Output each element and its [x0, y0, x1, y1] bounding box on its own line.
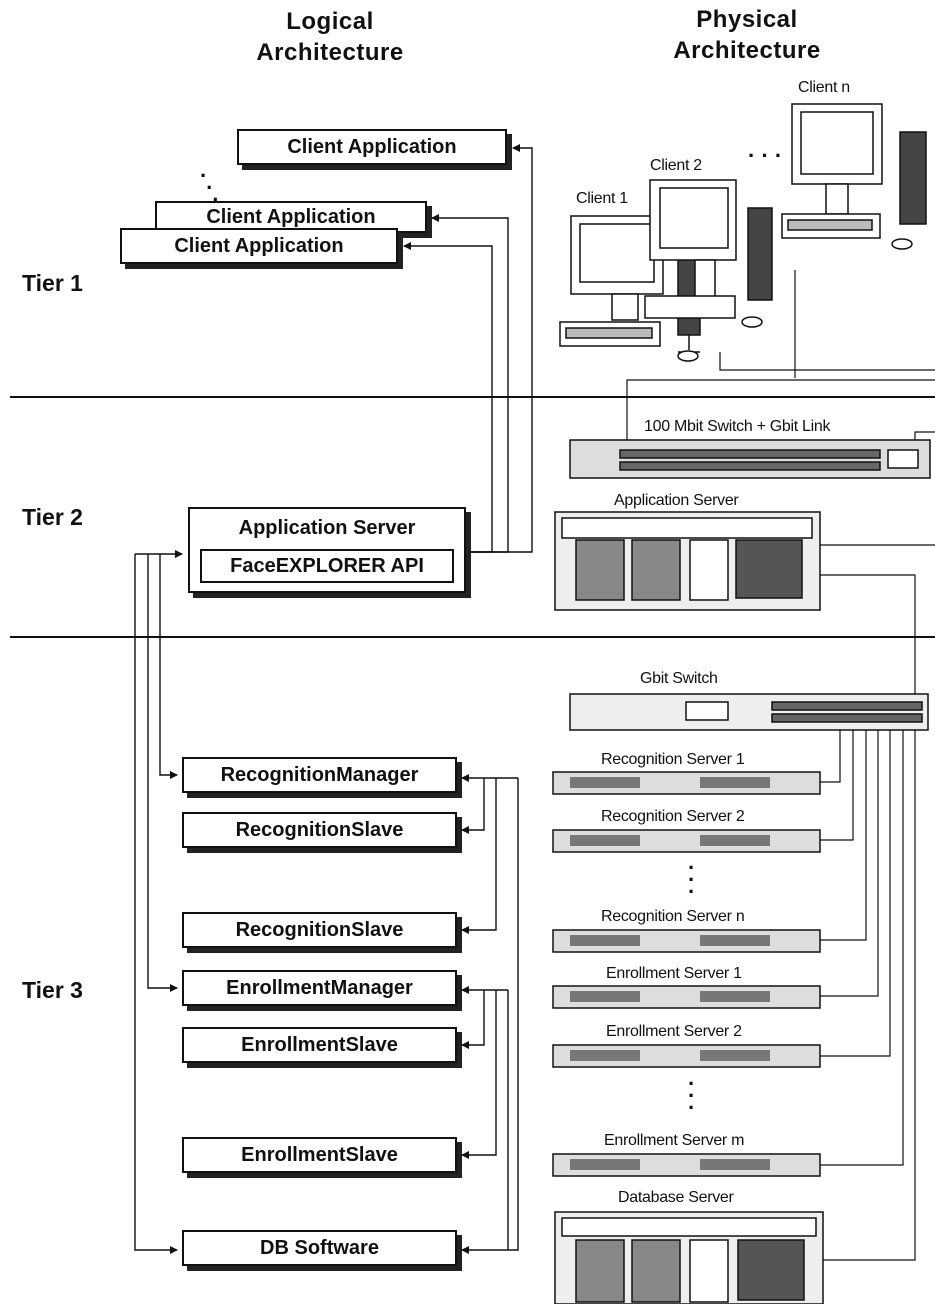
enrollment-manager-box: EnrollmentManager: [182, 970, 457, 1006]
rec-server-ellipsis: ···: [688, 862, 695, 898]
enrollment-slave-box-1: EnrollmentSlave: [182, 1027, 457, 1063]
client-n-label: Client n: [798, 79, 850, 97]
enr-server-ellipsis: ···: [688, 1078, 695, 1114]
application-server-hardware: [555, 512, 820, 610]
database-server-label: Database Server: [618, 1189, 734, 1207]
recognition-slave-box-2: RecognitionSlave: [182, 912, 457, 948]
gbit-switch-label: Gbit Switch: [640, 670, 718, 688]
client-application-box-1: Client Application: [237, 129, 507, 165]
enr-server-2-label: Enrollment Server 2: [606, 1023, 742, 1041]
enr-server-m-label: Enrollment Server m: [604, 1132, 744, 1150]
client-1-label: Client 1: [576, 190, 628, 208]
application-server-label: Application Server: [239, 517, 416, 539]
gbit-switch: [570, 694, 928, 730]
database-server-hardware: [555, 1212, 823, 1304]
recognition-slave-box-1: RecognitionSlave: [182, 812, 457, 848]
application-server-box: Application Server FaceEXPLORER API: [188, 507, 466, 593]
client-2-label: Client 2: [650, 157, 702, 175]
recognition-manager-box: RecognitionManager: [182, 757, 457, 793]
client-n-workstation: [782, 104, 926, 249]
enr-server-1-label: Enrollment Server 1: [606, 965, 742, 983]
application-server-hw-label: Application Server: [614, 492, 738, 510]
rec-server-2-label: Recognition Server 2: [601, 808, 744, 826]
client-ellipsis: · · ·: [748, 150, 782, 162]
faceexplorer-api-box: FaceEXPLORER API: [200, 549, 454, 583]
switch-100mbit: [570, 440, 930, 478]
rec-server-1-label: Recognition Server 1: [601, 751, 744, 769]
db-software-box: DB Software: [182, 1230, 457, 1266]
switch-100mbit-label: 100 Mbit Switch + Gbit Link: [644, 418, 830, 436]
enrollment-slave-box-2: EnrollmentSlave: [182, 1137, 457, 1173]
client-2-workstation: [645, 180, 772, 327]
rec-server-n-label: Recognition Server n: [601, 908, 744, 926]
client-application-box-3: Client Application: [120, 228, 398, 264]
